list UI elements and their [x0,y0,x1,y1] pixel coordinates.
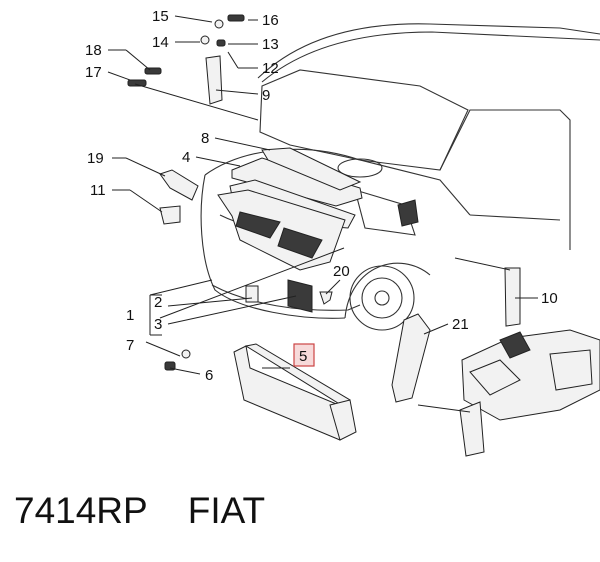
callout-7: 7 [126,337,134,354]
caption: 7414RP FIAT [14,490,265,532]
part-front-panel [217,189,346,271]
part-3 [287,279,313,313]
part-2 [245,285,259,303]
callout-4: 4 [182,149,190,166]
callout-16: 16 [262,12,279,29]
callout-labels: 15 16 14 13 18 17 12 9 8 19 4 11 20 10 1… [85,8,558,384]
callout-3: 3 [154,316,162,333]
callout-8: 8 [201,130,209,147]
callout-11: 11 [90,182,106,199]
callout-20: 20 [333,263,350,280]
callout-2: 2 [154,294,162,311]
callout-15: 15 [152,8,169,25]
callout-12: 12 [262,60,279,77]
callout-14: 14 [152,34,169,51]
chassis-section [459,329,600,457]
part-19-bracket [159,169,199,201]
part-9-bracket [205,55,223,105]
callout-1: 1 [126,307,134,324]
callout-9: 9 [262,87,270,104]
part-11-bracket [159,205,181,225]
callout-6: 6 [205,367,213,384]
callout-19: 19 [87,150,104,167]
van-outline [200,23,600,331]
part-10-bracket [504,267,521,327]
part-5-crossmember [233,343,357,441]
callout-5-highlight [293,343,315,367]
callout-10: 10 [541,290,558,307]
callout-18: 18 [85,42,102,59]
leader-lines [107,15,538,413]
part-code: 7414RP [14,490,148,531]
part-21-pillar [391,313,431,403]
exploded-parts-diagram: 15 16 14 13 18 17 12 9 8 19 4 11 20 10 1… [85,8,600,457]
callout-13: 13 [262,36,279,53]
callout-17: 17 [85,64,102,81]
callout-21: 21 [452,316,469,333]
brand-name: FIAT [187,490,266,531]
callout-5: 5 [299,348,307,365]
